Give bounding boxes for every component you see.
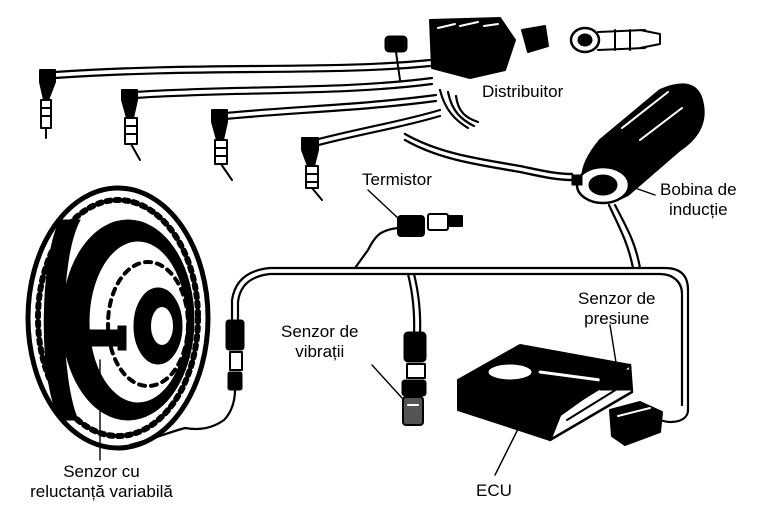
- spark-plug-1: [39, 69, 56, 139]
- label-ecu: ECU: [476, 481, 512, 501]
- label-termistor-text: Termistor: [362, 170, 432, 189]
- spark-plug-2: [121, 89, 141, 161]
- spark-plug-4: [301, 137, 323, 201]
- flywheel-illustration: [25, 185, 211, 451]
- label-bobina-line2: inducție: [668, 200, 728, 219]
- ignition-coil-illustration: [403, 83, 705, 205]
- harness-connector-left: [183, 319, 245, 431]
- label-distributor: Distribuitor: [482, 82, 563, 102]
- label-termistor: Termistor: [362, 170, 432, 190]
- vibration-sensor-illustration: [401, 331, 427, 426]
- wiring-harness: [230, 203, 690, 424]
- ecu-illustration: [457, 344, 663, 446]
- label-senzor-reluctanta: Senzor cu reluctanță variabilă: [14, 462, 189, 502]
- label-bobina-line1: Bobina de: [660, 180, 737, 199]
- label-senzor-vibratii-line1: Senzor de: [281, 322, 359, 341]
- label-senzor-presiune-line2: presiune: [584, 309, 650, 328]
- label-senzor-presiune-line1: Senzor de: [578, 289, 656, 308]
- label-leaders: [99, 187, 656, 476]
- spark-plug-3: [211, 109, 233, 181]
- label-senzor-vibratii: Senzor de vibrații: [281, 322, 359, 362]
- label-senzor-reluctanta-line1: Senzor cu: [63, 462, 140, 481]
- ignition-wires: [53, 58, 480, 148]
- label-senzor-presiune: Senzor de presiune: [578, 289, 656, 329]
- label-distributor-text: Distribuitor: [482, 82, 564, 101]
- distributor-illustration: [384, 17, 661, 81]
- thermistor-illustration: [353, 213, 463, 270]
- label-bobina: Bobina de inducție: [660, 180, 737, 220]
- label-senzor-reluctanta-line2: reluctanță variabilă: [30, 482, 173, 501]
- label-ecu-text: ECU: [476, 481, 512, 500]
- label-senzor-vibratii-line2: vibrații: [295, 342, 345, 361]
